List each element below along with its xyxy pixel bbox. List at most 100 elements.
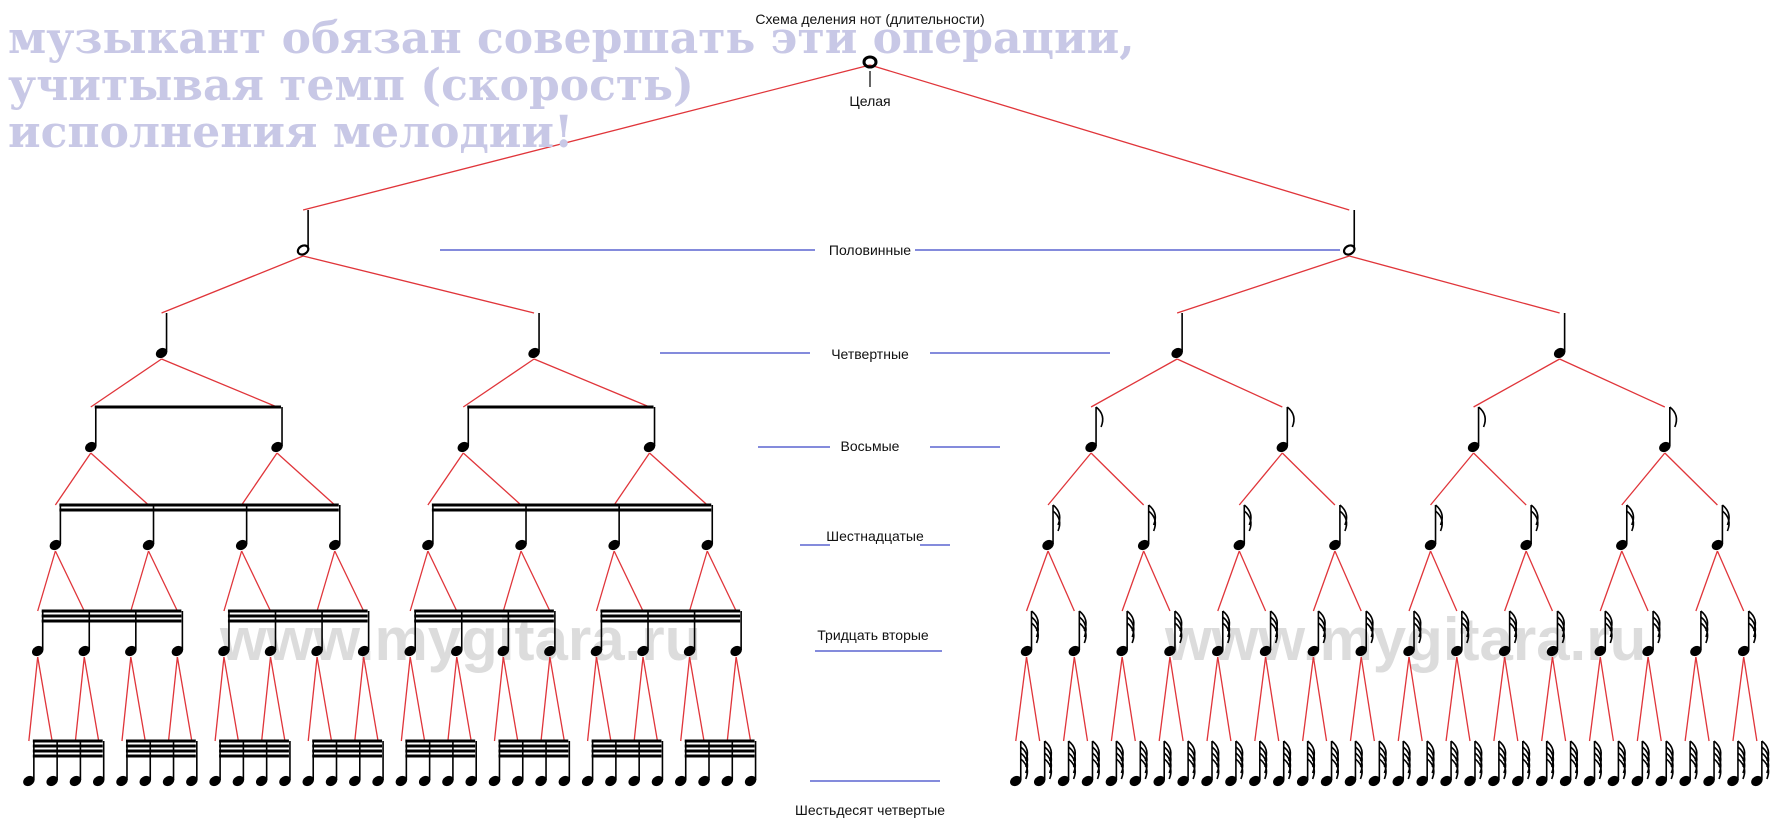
sixty-fourth-note-flag (1641, 752, 1650, 774)
sixty-fourth-note-flag (1235, 752, 1244, 774)
branch-line (90, 452, 149, 506)
label-whole: Целая (849, 93, 890, 109)
sixty-fourth-note-flag (1570, 752, 1579, 774)
branch-line (1334, 550, 1362, 612)
sixteenth-note-flag (1721, 504, 1730, 526)
sixteenth-note-flag (1243, 504, 1252, 526)
whole-note-head (862, 55, 878, 69)
branch-line (1445, 656, 1458, 742)
branch-line (54, 550, 85, 612)
sixty-fourth-note-flag (1737, 752, 1746, 774)
sixty-fourth-note-flag (1402, 758, 1411, 780)
branch-line (688, 656, 705, 742)
sixty-fourth-note-flag (1068, 752, 1077, 774)
level-connectors (440, 249, 1340, 782)
branch-line (1312, 656, 1328, 742)
branch-line (1647, 656, 1662, 742)
diagram-title: Схема деления нот (длительности) (755, 11, 984, 27)
sixty-fourth-note-flag (1761, 758, 1770, 780)
branch-line (462, 358, 535, 408)
branch-line (1062, 656, 1075, 742)
branch-line (1588, 656, 1601, 742)
sixty-fourth-note-flag (1546, 752, 1555, 774)
thirty-second-note-flag (1078, 616, 1087, 638)
branch-line (1121, 656, 1136, 742)
branch-line (1408, 550, 1432, 612)
branch-line (307, 656, 318, 742)
branch-line (316, 656, 333, 742)
branch-line (1599, 550, 1623, 612)
branch-line (1456, 656, 1471, 742)
label-half: Половинные (829, 242, 911, 258)
sixteenth-note-flag (1530, 504, 1539, 526)
branch-line (261, 656, 272, 742)
branch-line (130, 550, 150, 612)
branch-line (1695, 550, 1719, 612)
sixty-fourth-note-flag (1689, 752, 1698, 774)
branch-line (1408, 656, 1423, 742)
sixteenth-note-flag (1243, 510, 1252, 532)
thirty-second-note-flag (1652, 616, 1661, 638)
branch-line (1090, 452, 1145, 506)
thirty-second-note-flag (1365, 616, 1374, 638)
sixty-fourth-note-flag (1522, 758, 1531, 780)
thirty-second-note-flag (1270, 616, 1279, 638)
branch-line (1551, 656, 1567, 742)
branch-line (613, 452, 651, 506)
headline-line-4: исполнения мелодии! (8, 107, 574, 158)
watermark-right: www.mygitara.ru (1164, 606, 1646, 673)
sixty-fourth-note-flag (1163, 752, 1172, 774)
sixteenth-note-flag (1721, 510, 1730, 532)
branch-line (1047, 452, 1092, 506)
sixty-fourth-note-flag (1378, 752, 1387, 774)
branch-line (586, 656, 598, 742)
sixty-fourth-note-flag (1402, 752, 1411, 774)
branch-line (161, 358, 278, 408)
sixty-fourth-note-flag (1498, 752, 1507, 774)
eighth-note-flag (1478, 406, 1487, 428)
thirty-second-note-flag (1174, 622, 1183, 644)
sixty-fourth-note-flag (1450, 752, 1459, 774)
thirty-second-note-flag (1509, 622, 1518, 644)
sixty-fourth-note-flag (1426, 758, 1435, 780)
branch-line (680, 656, 691, 742)
sixty-fourth-note-flag (1307, 758, 1316, 780)
thirty-second-note-flag (1748, 616, 1757, 638)
branch-line (176, 656, 193, 742)
branch-line (1473, 452, 1527, 506)
label-sixtyfourth: Шестьдесят четвертые (795, 802, 945, 818)
eighth-note-flag (1286, 406, 1295, 428)
sixty-fourth-note-flag (1091, 752, 1100, 774)
branch-line (28, 656, 39, 742)
branch-line (1541, 656, 1554, 742)
sixteenth-note-flag (1339, 510, 1348, 532)
branch-line (1238, 452, 1283, 506)
branch-line (316, 550, 336, 612)
branch-line (334, 550, 365, 612)
branch-line (1493, 656, 1506, 742)
branch-line (735, 656, 752, 742)
sixty-fourth-note-flag (1259, 752, 1268, 774)
branch-line (533, 358, 650, 408)
branch-line (223, 550, 243, 612)
notes (23, 55, 1770, 787)
branch-line (302, 255, 535, 314)
branch-line (241, 452, 278, 506)
branch-line (427, 452, 464, 506)
branch-line (1025, 656, 1041, 742)
branch-line (1312, 550, 1336, 612)
sixty-fourth-note-flag (1546, 758, 1555, 780)
branch-line (1073, 656, 1089, 742)
sixteenth-note-flag (1148, 510, 1157, 532)
headline-line-2: музыкант обязан совершать эти операции, (8, 13, 1135, 64)
sixty-fourth-note-flag (1474, 758, 1483, 780)
branch-line (1504, 550, 1527, 612)
thirty-second-note-flag (1078, 622, 1087, 644)
sixty-fourth-note-flag (1139, 752, 1148, 774)
sixty-fourth-note-flag (1474, 752, 1483, 774)
thirty-second-note-flag (1031, 622, 1039, 644)
sixty-fourth-note-flag (1020, 758, 1029, 780)
sixty-fourth-note-flag (1115, 758, 1124, 780)
branch-line (1025, 550, 1049, 612)
sixty-fourth-note-flag (1689, 758, 1698, 780)
